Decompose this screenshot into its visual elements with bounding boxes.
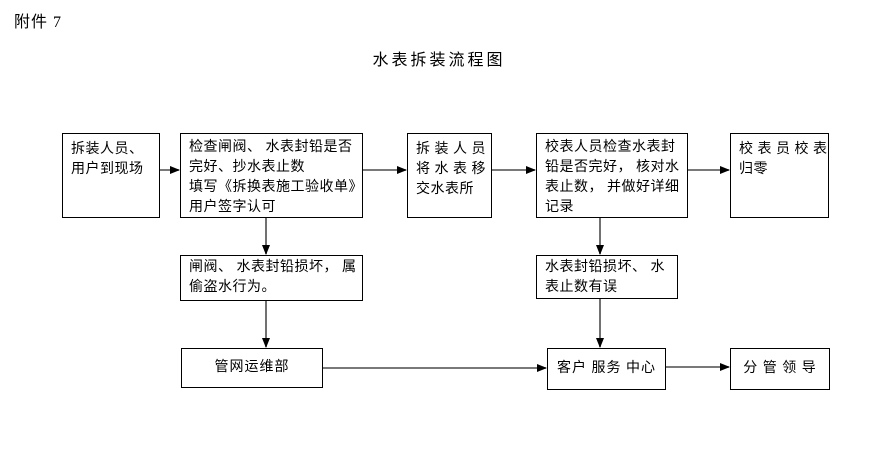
text-line: 归零 xyxy=(739,162,768,177)
text-line: 填写《拆换表施工验收单》 xyxy=(189,180,363,195)
text-line: 铅是否完好， 核对水 xyxy=(545,160,680,175)
attachment-label: 附件 7 xyxy=(14,14,63,31)
page-title: 水表拆装流程图 xyxy=(372,52,506,69)
node-crew-user-arrive: 拆装人员、用户到现场 xyxy=(62,133,160,218)
node-seal-damaged-theft: 闸阀、 水表封铅损坏， 属偷盗水行为。 xyxy=(180,255,363,301)
text-line: 用户到现场 xyxy=(71,162,144,177)
text-line: 交水表所 xyxy=(416,182,474,197)
text-line: 表止数， 并做好详细 xyxy=(545,180,680,195)
node-pipeline-ops-dept: 管网运维部 xyxy=(181,348,323,388)
text-line: 用户签字认可 xyxy=(189,200,276,215)
text-line: 校表人员检查水表封 xyxy=(545,140,676,155)
text-line: 水表封铅损坏、 水 xyxy=(545,260,665,275)
node-meter-reset-zero: 校 表 员 校 表归零 xyxy=(730,133,829,218)
text-line: 校 表 员 校 表 xyxy=(739,142,828,157)
node-supervising-leader: 分 管 领 导 xyxy=(730,348,830,390)
text-line: 拆装人员、 xyxy=(71,142,144,157)
node-transfer-meter: 拆 装 人 员将 水 表 移交水表所 xyxy=(407,133,492,218)
text-line: 闸阀、 水表封铅损坏， 属 xyxy=(189,260,357,275)
text-line: 偷盗水行为。 xyxy=(189,280,276,295)
text-line: 检查闸阀、 水表封铅是否 xyxy=(189,140,353,155)
node-verify-meter-record: 校表人员检查水表封铅是否完好， 核对水表止数， 并做好详细记录 xyxy=(536,133,688,218)
node-seal-damaged-reading-error: 水表封铅损坏、 水表止数有误 xyxy=(536,255,678,299)
text-line: 拆 装 人 员 xyxy=(416,142,486,157)
text-line: 表止数有误 xyxy=(545,280,618,295)
text-line: 记录 xyxy=(545,200,574,215)
text-line: 将 水 表 移 xyxy=(416,162,486,177)
node-check-valve-seal: 检查闸阀、 水表封铅是否完好、抄水表止数填写《拆换表施工验收单》用户签字认可 xyxy=(180,133,363,218)
text-line: 完好、抄水表止数 xyxy=(189,160,305,175)
node-customer-service-center: 客户 服务 中心 xyxy=(547,348,666,390)
